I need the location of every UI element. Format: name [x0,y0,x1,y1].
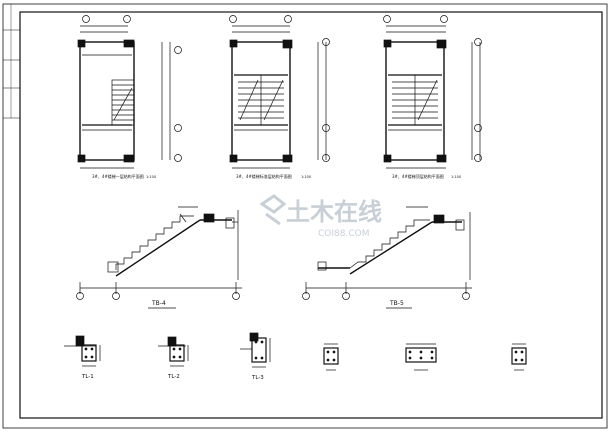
section-tb5 [302,206,472,300]
beam-detail-tl2 [158,336,189,367]
watermark-cn: 土木在线 [286,198,382,226]
beam-detail-5 [405,343,437,371]
beam-detail-6 [511,343,527,371]
plan2-scale: 1:100 [301,175,311,179]
plan3-scale: 1:100 [451,175,461,179]
watermark-logo-icon [259,194,287,226]
watermark-en: COI88.COM [318,229,369,239]
plan-standard-floor [229,15,330,169]
plan1-scale: 1:100 [146,175,156,179]
tb4-label: TB-4 [151,300,166,307]
beam-detail-tl1 [64,335,101,367]
plan-first-floor [77,15,182,169]
sheet-frame [2,3,608,429]
tl1-label: TL-1 [81,374,94,380]
beam-detail-tl3 [240,332,271,368]
tb5-label: TB-5 [389,300,404,307]
plan-top-floor [383,15,482,169]
plan1-caption: 3#、4#楼梯一层结构平面图 [92,173,144,179]
watermark: 土木在线 COI88.COM [259,194,382,239]
beam-detail-4 [323,343,339,371]
section-tb4 [76,206,242,300]
plan2-caption: 3#、4#楼梯标准层结构平面图 [236,173,292,179]
tl3-label: TL-3 [251,375,264,381]
tl2-label: TL-2 [167,374,180,380]
plan3-caption: 3#、4#楼梯顶层结构平面图 [392,173,444,179]
